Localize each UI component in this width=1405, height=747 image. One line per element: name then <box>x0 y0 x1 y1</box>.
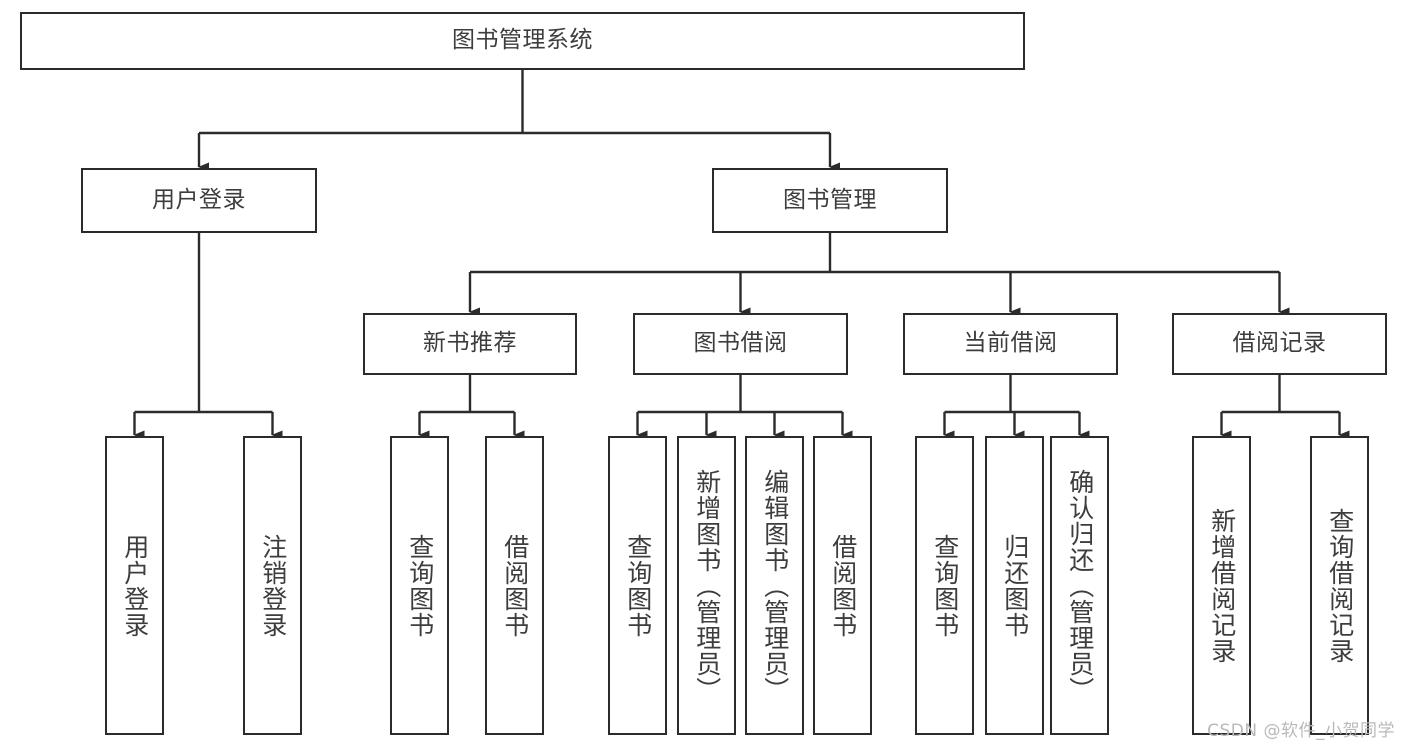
node-current-borrow[interactable]: 当前借阅 <box>903 313 1118 375</box>
node-leaf-borrow-book-2[interactable]: 借阅图书 <box>813 436 872 735</box>
node-leaf-edit-book[interactable]: 编辑图书（管理员） <box>745 436 804 735</box>
node-leaf-query-book-1[interactable]: 查询图书 <box>390 436 449 735</box>
node-label-leaf-return-book: 归还图书 <box>1000 533 1030 638</box>
node-label-leaf-query-book-3: 查询图书 <box>930 533 960 638</box>
node-user-login[interactable]: 用户登录 <box>81 168 317 233</box>
node-label-leaf-borrow-book-1: 借阅图书 <box>500 533 530 638</box>
node-leaf-query-book-2[interactable]: 查询图书 <box>608 436 667 735</box>
node-label-leaf-edit-book: 编辑图书（管理员） <box>760 468 790 703</box>
node-label-user-login: 用户登录 <box>152 186 246 213</box>
watermark-text: CSDN @软件_小贺同学 <box>1207 721 1395 741</box>
node-label-book-manage: 图书管理 <box>783 186 877 213</box>
node-leaf-query-record[interactable]: 查询借阅记录 <box>1310 436 1369 735</box>
node-leaf-confirm-return[interactable]: 确认归还（管理员） <box>1050 436 1109 735</box>
node-leaf-borrow-book-1[interactable]: 借阅图书 <box>485 436 544 735</box>
node-label-leaf-add-record: 新增借阅记录 <box>1207 507 1237 664</box>
node-book-borrow[interactable]: 图书借阅 <box>633 313 848 375</box>
node-label-leaf-add-book: 新增图书（管理员） <box>692 468 722 703</box>
node-leaf-add-record[interactable]: 新增借阅记录 <box>1192 436 1251 735</box>
node-leaf-user-login[interactable]: 用户登录 <box>105 436 164 735</box>
node-new-book-rec[interactable]: 新书推荐 <box>363 313 577 375</box>
node-leaf-logout[interactable]: 注销登录 <box>243 436 302 735</box>
node-label-leaf-borrow-book-2: 借阅图书 <box>828 533 858 638</box>
node-label-borrow-record: 借阅记录 <box>1232 330 1327 357</box>
node-label-new-book-rec: 新书推荐 <box>423 330 517 357</box>
node-leaf-return-book[interactable]: 归还图书 <box>985 436 1044 735</box>
node-label-leaf-query-book-1: 查询图书 <box>405 533 435 638</box>
node-label-book-borrow: 图书借阅 <box>693 330 788 357</box>
node-label-leaf-query-record: 查询借阅记录 <box>1325 507 1355 664</box>
node-book-manage[interactable]: 图书管理 <box>712 168 948 233</box>
node-leaf-query-book-3[interactable]: 查询图书 <box>915 436 974 735</box>
node-leaf-add-book[interactable]: 新增图书（管理员） <box>677 436 736 735</box>
node-label-leaf-confirm-return: 确认归还（管理员） <box>1065 468 1095 703</box>
node-label-leaf-user-login: 用户登录 <box>120 533 150 638</box>
node-root[interactable]: 图书管理系统 <box>20 12 1025 70</box>
node-borrow-record[interactable]: 借阅记录 <box>1172 313 1387 375</box>
node-label-current-borrow: 当前借阅 <box>963 330 1058 357</box>
node-label-leaf-query-book-2: 查询图书 <box>623 533 653 638</box>
node-label-leaf-logout: 注销登录 <box>258 533 288 638</box>
node-label-root: 图书管理系统 <box>452 27 593 54</box>
